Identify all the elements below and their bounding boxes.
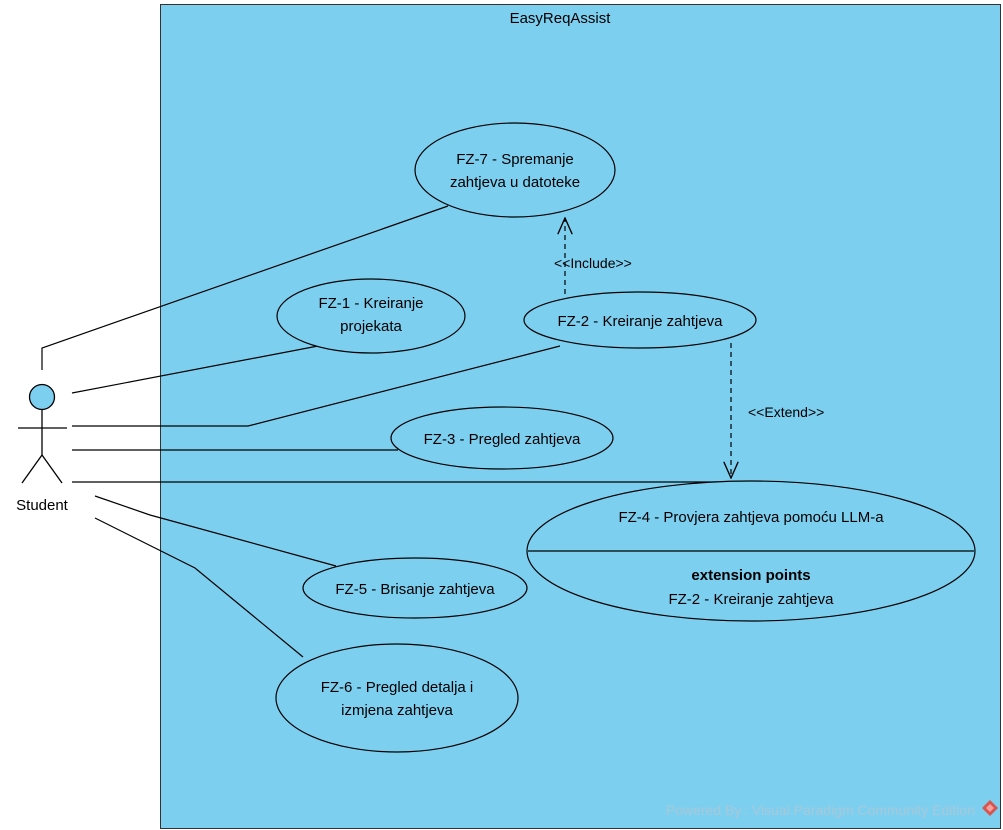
association-line-fz7: [41, 205, 449, 370]
actor-student[interactable]: Student: [16, 383, 69, 515]
system-title: EasyReqAssist: [510, 10, 612, 27]
use-case-fz1-line-2: projekata: [340, 318, 402, 335]
use-case-fz7-line-1: FZ-7 - Spremanje: [456, 151, 574, 168]
watermark-text: Powered By : Visual Paradigm Community E…: [666, 802, 975, 818]
use-case-fz3[interactable]: FZ-3 - Pregled zahtjeva: [390, 406, 614, 470]
actor-head: [28, 383, 56, 411]
include-label: <<Include>>: [554, 255, 632, 271]
use-case-fz2[interactable]: FZ-2 - Kreiranje zahtjeva: [523, 291, 757, 349]
use-case-fz6-ellipse: [275, 643, 519, 753]
association-line-fz5: [94, 495, 337, 567]
use-case-fz5-line-1: FZ-5 - Brisanje zahtjeva: [335, 581, 495, 598]
actor-leg-left: [21, 454, 43, 484]
extend-label: <<Extend>>: [748, 404, 824, 420]
use-case-fz2-line-1: FZ-2 - Kreiranje zahtjeva: [557, 313, 723, 330]
use-case-fz5[interactable]: FZ-5 - Brisanje zahtjeva: [302, 557, 528, 619]
use-case-fz1-line-1: FZ-1 - Kreiranje: [318, 295, 423, 312]
use-case-fz4-line-1: FZ-4 - Provjera zahtjeva pomoću LLM-a: [618, 509, 884, 526]
associations: [41, 205, 720, 658]
visual-paradigm-logo-icon: [982, 800, 998, 816]
use-case-fz3-line-1: FZ-3 - Pregled zahtjeva: [424, 431, 581, 448]
use-case-fz1[interactable]: FZ-1 - Kreiranje projekata: [276, 278, 466, 354]
actor-leg-right: [41, 454, 63, 484]
association-line-fz1: [71, 345, 319, 394]
use-case-fz3-ellipse: [390, 406, 614, 470]
use-case-fz6-line-1: FZ-6 - Pregled detalja i: [321, 679, 474, 696]
use-case-fz7-ellipse: [414, 122, 616, 218]
use-case-fz6[interactable]: FZ-6 - Pregled detalja i izmjena zahtjev…: [275, 643, 519, 753]
use-case-fz7-line-2: zahtjeva u datoteke: [450, 174, 580, 191]
use-case-fz6-line-2: izmjena zahtjeva: [341, 702, 453, 719]
use-case-fz7[interactable]: FZ-7 - Spremanje zahtjeva u datoteke: [414, 122, 616, 218]
use-case-fz4-extension-points-label: extension points: [691, 567, 810, 584]
use-case-fz1-ellipse: [276, 278, 466, 354]
use-case-fz4-extension-point: FZ-2 - Kreiranje zahtjeva: [668, 591, 834, 608]
association-line-fz6: [94, 517, 304, 658]
use-case-fz5-ellipse: [302, 557, 528, 619]
use-case-fz2-ellipse: [523, 291, 757, 349]
actor-name: Student: [16, 497, 69, 514]
association-line-fz2: [72, 345, 561, 427]
use-case-fz4[interactable]: FZ-4 - Provjera zahtjeva pomoću LLM-a ex…: [526, 480, 976, 622]
